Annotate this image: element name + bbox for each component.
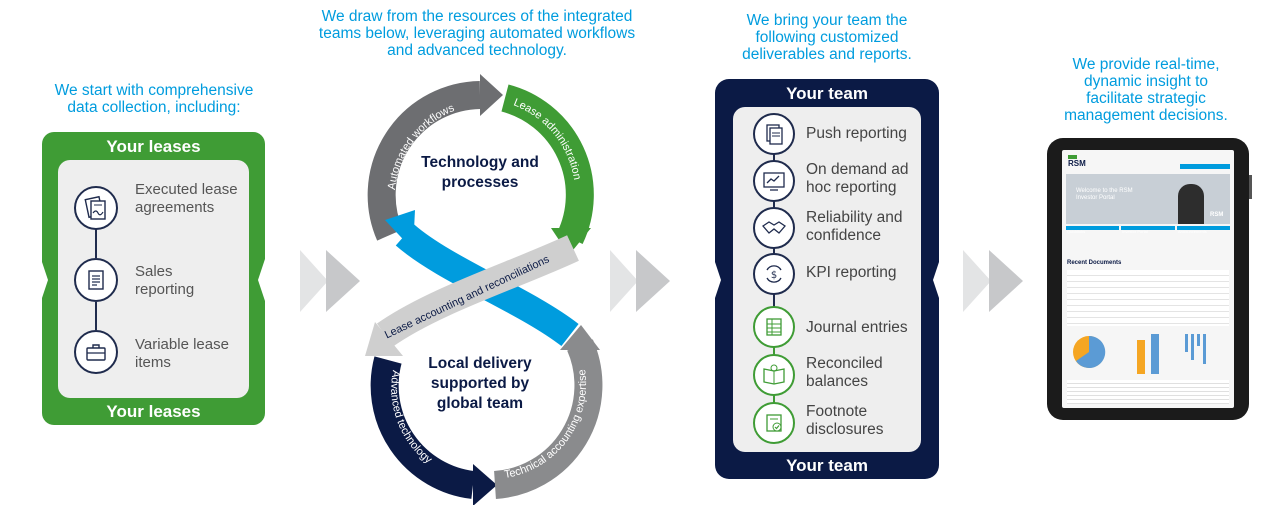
- step1-caption: We start with comprehensive data collect…: [54, 82, 254, 116]
- team-title-top: Your team: [786, 84, 868, 103]
- lease-accounting-band: [376, 235, 579, 347]
- deliverable-label: Footnote disclosures: [806, 403, 884, 438]
- leases-title-bottom: Your leases: [106, 402, 201, 421]
- push-report-icon: [753, 113, 795, 155]
- automated-workflows-arc: [367, 81, 481, 241]
- deliverable-label: KPI reporting: [806, 264, 897, 281]
- technology-processes-label: Technology and processes: [421, 154, 539, 191]
- dashboard-charts: [1073, 334, 1206, 374]
- balance-book-icon: [753, 354, 795, 396]
- step3-caption: We bring your team the following customi…: [742, 12, 912, 63]
- chevron-arrow-icon: [300, 250, 360, 312]
- panel-notch-left: [38, 250, 48, 310]
- lease-item-label: Executed lease agreements: [135, 181, 238, 216]
- presenter-image: [1178, 184, 1204, 224]
- handshake-icon: [753, 207, 795, 249]
- section-heading: Recent Documents: [1067, 260, 1122, 266]
- banner-text: Welcome to the RSM Investor Portal: [1076, 188, 1133, 201]
- brand-bar-icon: [1068, 155, 1077, 159]
- step4-caption: We provide real-time, dynamic insight to…: [1064, 56, 1228, 124]
- lease-item-label: Variable lease items: [135, 336, 229, 371]
- panel-notch-right: [933, 250, 943, 310]
- disclosure-check-icon: [753, 402, 795, 444]
- briefcase-icon: [74, 330, 118, 374]
- portal-nav: [1180, 164, 1230, 169]
- summary-table: [1067, 380, 1229, 404]
- kpi-cycle-icon: $: [753, 253, 795, 295]
- portal-screen: RSM Welcome to the RSM Investor Portal R…: [1062, 150, 1234, 408]
- leases-title-top: Your leases: [106, 137, 201, 156]
- deliverable-label: Reliability and confidence: [806, 209, 903, 244]
- signed-document-icon: [74, 186, 118, 230]
- team-title-bottom: Your team: [786, 456, 868, 475]
- deliverable-label: Journal entries: [806, 319, 908, 336]
- deliverable-label: Push reporting: [806, 125, 907, 142]
- local-delivery-label: Local delivery supported by global team: [428, 355, 532, 412]
- lease-administration-arc: [501, 84, 594, 245]
- banner-brand: RSM: [1210, 212, 1224, 218]
- portal-brand: RSM: [1068, 159, 1086, 168]
- panel-notch-left: [711, 250, 721, 310]
- arrow-head-icon: [480, 74, 503, 116]
- connector-line: [95, 228, 97, 258]
- chevron-arrow-icon: [963, 250, 1023, 312]
- column-label: Quicklinks: [1067, 229, 1086, 234]
- ledger-icon: [753, 306, 795, 348]
- advanced-technology-arc: [370, 356, 476, 499]
- integrated-teams-cycle: Automated workflows Lease administration…: [365, 74, 603, 505]
- step2-caption: We draw from the resources of the integr…: [318, 8, 636, 59]
- report-document-icon: [74, 258, 118, 302]
- deliverable-label: Reconciled balances: [806, 355, 883, 390]
- arrow-head-icon: [365, 322, 403, 356]
- arrow-head-icon: [473, 464, 497, 505]
- deliverable-label: On demand ad hoc reporting: [806, 161, 909, 196]
- column-label: Announcements: [1178, 229, 1207, 234]
- svg-text:$: $: [771, 270, 777, 281]
- connector-line: [95, 302, 97, 330]
- panel-notch-right: [258, 250, 268, 310]
- tablet-button: [1249, 175, 1252, 199]
- arrow-head-icon: [385, 210, 415, 250]
- chevron-arrow-icon: [610, 250, 670, 312]
- dashboard-icon: [753, 160, 795, 202]
- portal-banner: Welcome to the RSM Investor Portal RSM: [1066, 174, 1230, 224]
- documents-table: [1067, 270, 1229, 326]
- portal-columns: [1066, 226, 1230, 230]
- technical-accounting-arc: [493, 339, 603, 499]
- arrow-head-icon: [560, 325, 600, 350]
- lease-item-label: Sales reporting: [135, 263, 195, 298]
- column-label: Investor Portal: [1122, 229, 1148, 234]
- arrow-head-icon: [551, 228, 591, 255]
